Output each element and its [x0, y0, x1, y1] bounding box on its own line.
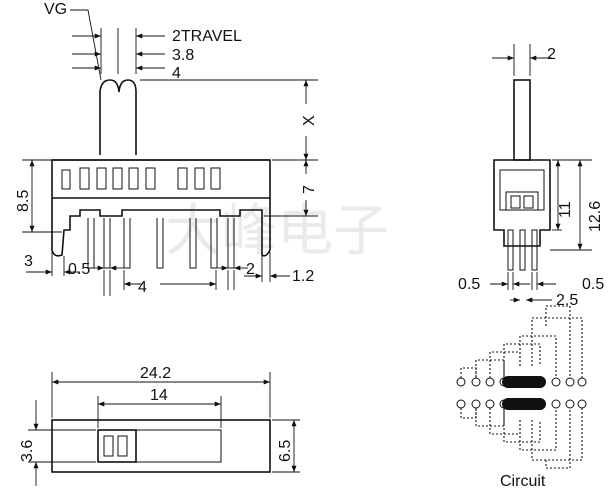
side-label-12-6: 12.6 [587, 201, 604, 232]
housing-slots [61, 167, 221, 190]
contact-bar-top [502, 376, 546, 388]
label-3: 3 [24, 253, 33, 270]
side-label-2: 2 [547, 46, 556, 63]
side-actuator [513, 79, 531, 161]
top-housing [51, 419, 271, 473]
watermark: 大峰电子 [165, 199, 389, 264]
label-travel: 2TRAVEL [172, 28, 242, 45]
top-label-24-2: 24.2 [140, 365, 171, 382]
side-label-11: 11 [557, 201, 574, 218]
front-view: VG 2TRAVEL 3.8 4 X 7 8.5 3 [15, 1, 318, 296]
top-label-14: 14 [150, 387, 168, 404]
contact-bar-bottom [502, 398, 546, 410]
label-0-5: 0.5 [68, 261, 90, 278]
top-knob [97, 429, 137, 463]
side-view: 2 11 12.6 0.5 0.5 2.5 [458, 44, 604, 309]
label-3-8: 3.8 [172, 47, 194, 64]
actuator-shape [99, 79, 137, 155]
label-1-2: 1.2 [292, 268, 314, 285]
side-label-2-5: 2.5 [556, 292, 578, 309]
side-label-0-5-right: 0.5 [582, 276, 604, 293]
housing-body [51, 159, 271, 257]
label-2-bottom: 2 [246, 261, 255, 278]
label-4-top: 4 [172, 65, 181, 82]
top-view: 24.2 14 3.6 6.5 [19, 365, 300, 486]
side-housing [493, 159, 551, 247]
circuit-diagram: Circuit [456, 305, 587, 489]
label-7: 7 [301, 185, 318, 194]
vg-leader [70, 9, 102, 81]
circuit-caption: Circuit [500, 473, 546, 489]
side-label-0-5-left: 0.5 [458, 276, 480, 293]
top-label-3-6: 3.6 [19, 440, 36, 462]
label-8-5: 8.5 [15, 190, 32, 212]
label-x: X [301, 115, 318, 126]
side-pins [507, 229, 538, 271]
top-slot [97, 429, 222, 463]
label-4-bottom: 4 [138, 279, 147, 296]
label-vg: VG [44, 1, 67, 18]
top-label-6-5: 6.5 [277, 440, 294, 462]
